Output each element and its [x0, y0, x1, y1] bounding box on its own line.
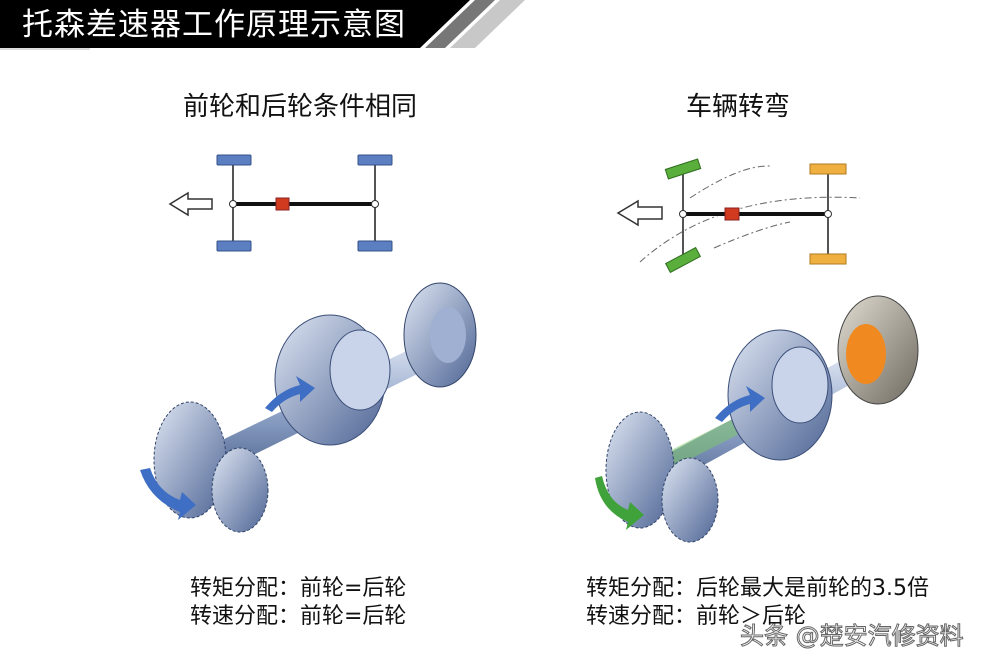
front-wheel-green: [664, 246, 702, 274]
watermark: 头条 @楚安汽修资料: [740, 622, 965, 651]
right-subtitle: 车辆转弯: [685, 92, 791, 122]
front-wheels: [216, 154, 252, 252]
left-speed-caption: 转速分配：前轮=后轮: [190, 604, 407, 629]
right-torsen-gear-assembly: [595, 295, 919, 543]
front-wheel-green: [664, 158, 702, 180]
direction-arrow-icon: [616, 199, 663, 227]
header-band: [0, 0, 525, 50]
rear-wheel-orange: [809, 163, 847, 175]
center-differential: [724, 207, 740, 221]
left-torque-caption: 转矩分配：前轮=后轮: [190, 576, 407, 601]
right-torque-caption: 转矩分配：后轮最大是前轮的3.5倍: [586, 576, 929, 601]
left-torsen-gear-assembly: [140, 282, 477, 533]
center-differential: [275, 197, 290, 211]
rear-wheel-orange: [809, 253, 847, 265]
page-title: 托森差速器工作原理示意图: [22, 7, 406, 43]
direction-arrow-icon: [168, 191, 213, 217]
rear-wheels: [357, 154, 393, 252]
right-speed-caption: 转速分配：前轮＞后轮: [586, 604, 807, 629]
right-schematic: [616, 158, 861, 274]
left-subtitle: 前轮和后轮条件相同: [182, 92, 418, 122]
